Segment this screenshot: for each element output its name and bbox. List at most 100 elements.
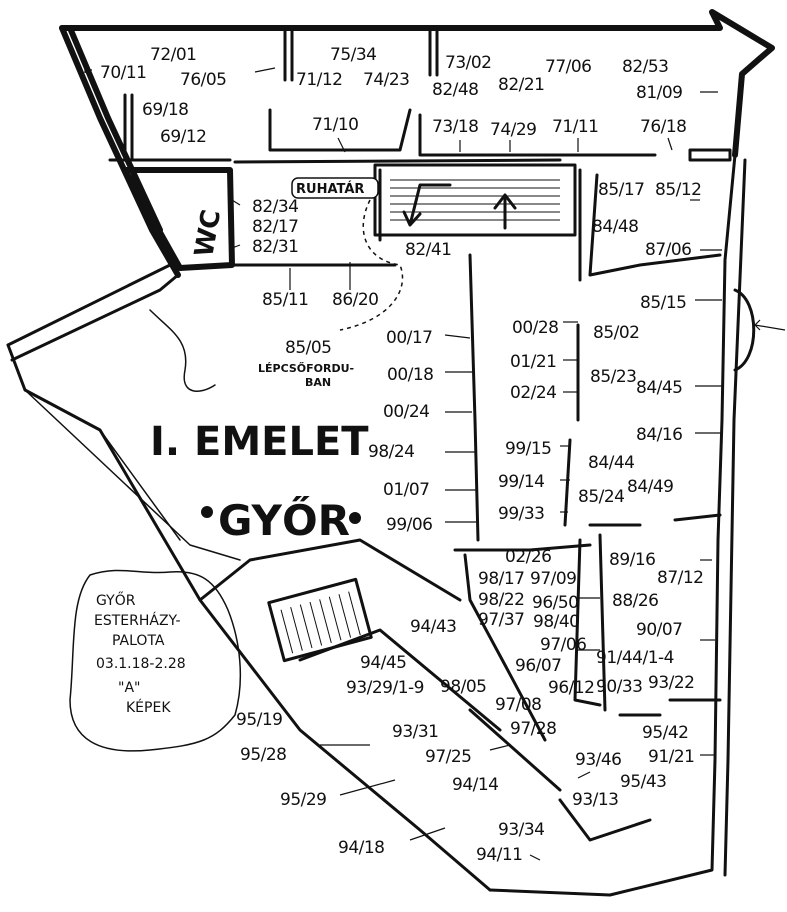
code-label: 93/22	[648, 673, 695, 693]
room-label-cloakroom: RUHATÁR	[296, 181, 364, 197]
code-label: 97/25	[425, 747, 472, 767]
code-label: 99/06	[386, 515, 433, 535]
code-label: 76/05	[180, 70, 227, 90]
scribble-left	[149, 309, 216, 392]
caption-line: PALOTA	[112, 633, 165, 649]
code-label: 69/12	[160, 127, 207, 147]
code-label: 76/18	[640, 117, 687, 137]
caption-line: ESTERHÁZY-	[94, 612, 181, 629]
code-label: 93/34	[498, 820, 545, 840]
code-label: 90/33	[596, 677, 643, 697]
code-label: 81/09	[636, 83, 683, 103]
code-label: 99/33	[498, 504, 545, 524]
code-label: 88/26	[612, 591, 659, 611]
code-label: 93/31	[392, 722, 439, 742]
code-label: 73/18	[432, 117, 479, 137]
code-label: 93/46	[575, 750, 622, 770]
code-label: 97/37	[478, 610, 525, 630]
code-label: 75/34	[330, 45, 377, 65]
code-label: 94/18	[338, 838, 385, 858]
caption-line: KÉPEK	[126, 699, 171, 716]
label-pointers	[84, 67, 722, 861]
code-label: 95/28	[240, 745, 287, 765]
code-label: 85/23	[590, 367, 637, 387]
code-label: 98/05	[440, 677, 487, 697]
code-label: 95/19	[236, 710, 283, 730]
code-label: 90/07	[636, 620, 683, 640]
code-label: 82/31	[252, 237, 299, 257]
code-label: 73/02	[445, 53, 492, 73]
code-label: 98/24	[368, 442, 415, 462]
code-label: 86/20	[332, 290, 379, 310]
stair-arrows	[402, 183, 517, 230]
code-label: 84/45	[636, 378, 683, 398]
code-label: 85/05	[285, 338, 332, 358]
code-label: 91/21	[648, 747, 695, 767]
code-label: 89/16	[609, 550, 656, 570]
code-label: 96/07	[515, 656, 562, 676]
code-label: 71/11	[552, 117, 599, 137]
code-label: 97/28	[510, 719, 557, 739]
outer-walls	[6, 9, 775, 897]
caption-bubble	[69, 569, 242, 752]
code-label: 82/53	[622, 57, 669, 77]
code-label: 97/06	[540, 635, 587, 655]
code-label: 93/29/1-9	[346, 678, 424, 698]
code-label: 72/01	[150, 45, 197, 65]
code-label: 87/06	[645, 240, 692, 260]
code-label: 94/11	[476, 845, 523, 865]
code-label: 95/43	[620, 772, 667, 792]
code-label: 98/22	[478, 590, 525, 610]
code-label: 70/11	[100, 63, 147, 83]
codes-layer: 70/11 72/01 76/05 75/34 71/12 74/23 73/0…	[100, 45, 704, 865]
code-label: 82/48	[432, 80, 479, 100]
code-label: 85/15	[640, 293, 687, 313]
code-label: 00/24	[383, 402, 430, 422]
code-label: 94/43	[410, 617, 457, 637]
caption: GYŐR ESTERHÁZY- PALOTA 03.1.18-2.28 "A" …	[94, 591, 186, 716]
code-label: 84/48	[592, 217, 639, 237]
dashed-route	[339, 199, 404, 331]
code-label: 02/26	[505, 547, 552, 567]
code-label: 85/24	[578, 487, 625, 507]
code-label: 01/21	[510, 352, 557, 372]
code-label: 85/11	[262, 290, 309, 310]
city-title: GYŐR	[218, 495, 350, 545]
code-label: 87/12	[657, 568, 704, 588]
code-label: 96/50	[532, 593, 579, 613]
code-label: 97/08	[495, 695, 542, 715]
code-label: 99/14	[498, 472, 545, 492]
code-label: 00/18	[387, 365, 434, 385]
code-label: 96/12	[548, 678, 595, 698]
dot-left	[201, 506, 213, 518]
caption-line: GYŐR	[96, 591, 136, 609]
code-label: 85/02	[593, 323, 640, 343]
code-label: 71/12	[296, 70, 343, 90]
room-label-wc: WC	[189, 208, 227, 259]
code-label: 91/44/1-4	[596, 648, 674, 668]
code-label: 94/14	[452, 775, 499, 795]
code-label: 95/42	[642, 723, 689, 743]
room-label-landing-1: LÉPCSŐFORDU-	[258, 361, 354, 375]
code-label: 82/34	[252, 197, 299, 217]
floor-title: I. EMELET	[150, 419, 369, 465]
cloakroom-box	[291, 177, 379, 199]
code-label: 99/15	[505, 439, 552, 459]
stair-hatch-bottom	[280, 591, 361, 654]
code-label: 69/18	[142, 100, 189, 120]
code-label: 00/28	[512, 318, 559, 338]
code-label: 82/17	[252, 217, 299, 237]
city-label-group: GYŐR	[201, 495, 361, 545]
caption-line: 03.1.18-2.28	[96, 656, 186, 672]
code-label: 94/45	[360, 653, 407, 673]
code-label: 84/16	[636, 425, 683, 445]
code-label: 84/44	[588, 453, 635, 473]
caption-line: "A"	[118, 680, 140, 696]
code-label: 85/12	[655, 180, 702, 200]
code-label: 98/17	[478, 569, 525, 589]
code-label: 74/23	[363, 70, 410, 90]
code-label: 74/29	[490, 120, 537, 140]
code-label: 97/09	[530, 569, 577, 589]
code-label: 77/06	[545, 57, 592, 77]
interior-walls	[108, 28, 786, 842]
